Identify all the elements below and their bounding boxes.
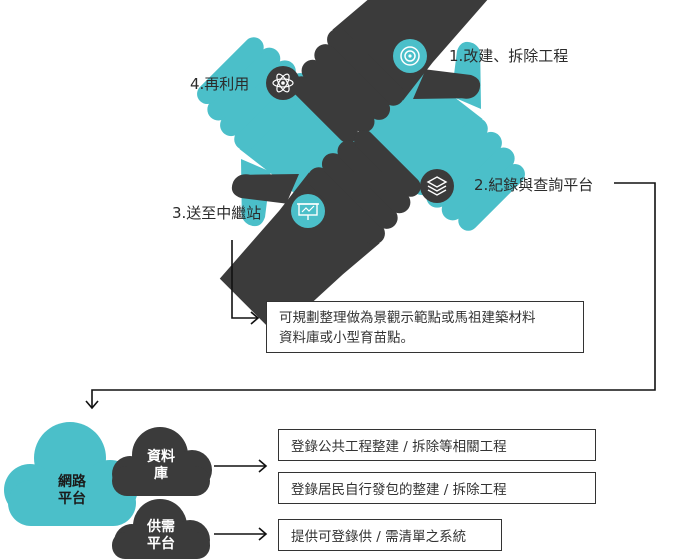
arrow-step2-to-platform xyxy=(85,182,656,410)
arrow-supply-to-output xyxy=(214,527,268,541)
output-box-2: 登錄居民自行發包的整建 / 拆除工程 xyxy=(278,472,596,504)
target-icon xyxy=(393,39,427,73)
note-line2: 資料庫或小型育苗點。 xyxy=(279,330,414,346)
step3-label: 3.送至中繼站 xyxy=(172,204,262,222)
presentation-icon xyxy=(291,194,325,228)
layers-icon xyxy=(420,169,454,203)
output-item1: 登錄公共工程整建 / 拆除等相關工程 xyxy=(291,439,507,455)
cloud-database xyxy=(112,427,212,496)
note-box: 可規劃整理做為景觀示範點或馬祖建築材料 資料庫或小型育苗點。 xyxy=(266,301,584,353)
step4-label: 4.再利用 xyxy=(190,75,250,93)
cloud-supply-platform xyxy=(112,499,210,559)
output-item3: 提供可登錄供 / 需清單之系統 xyxy=(291,529,467,545)
note-line1: 可規劃整理做為景觀示範點或馬祖建築材料 xyxy=(279,310,536,326)
arrow-step3-to-note xyxy=(231,240,260,325)
step2-label: 2.紀錄與查詢平台 xyxy=(474,176,594,194)
network-platform-label: 網路 平台 xyxy=(58,474,86,507)
step1-label: 1.改建、拆除工程 xyxy=(449,47,569,65)
supply-platform-label: 供需 平台 xyxy=(147,519,175,552)
database-label: 資料 庫 xyxy=(147,449,175,482)
atom-icon xyxy=(266,66,300,100)
output-box-1: 登錄公共工程整建 / 拆除等相關工程 xyxy=(278,429,596,461)
output-box-3: 提供可登錄供 / 需清單之系統 xyxy=(278,519,502,551)
output-item2: 登錄居民自行發包的整建 / 拆除工程 xyxy=(291,482,507,498)
arrow-db-to-outputs xyxy=(214,459,268,473)
